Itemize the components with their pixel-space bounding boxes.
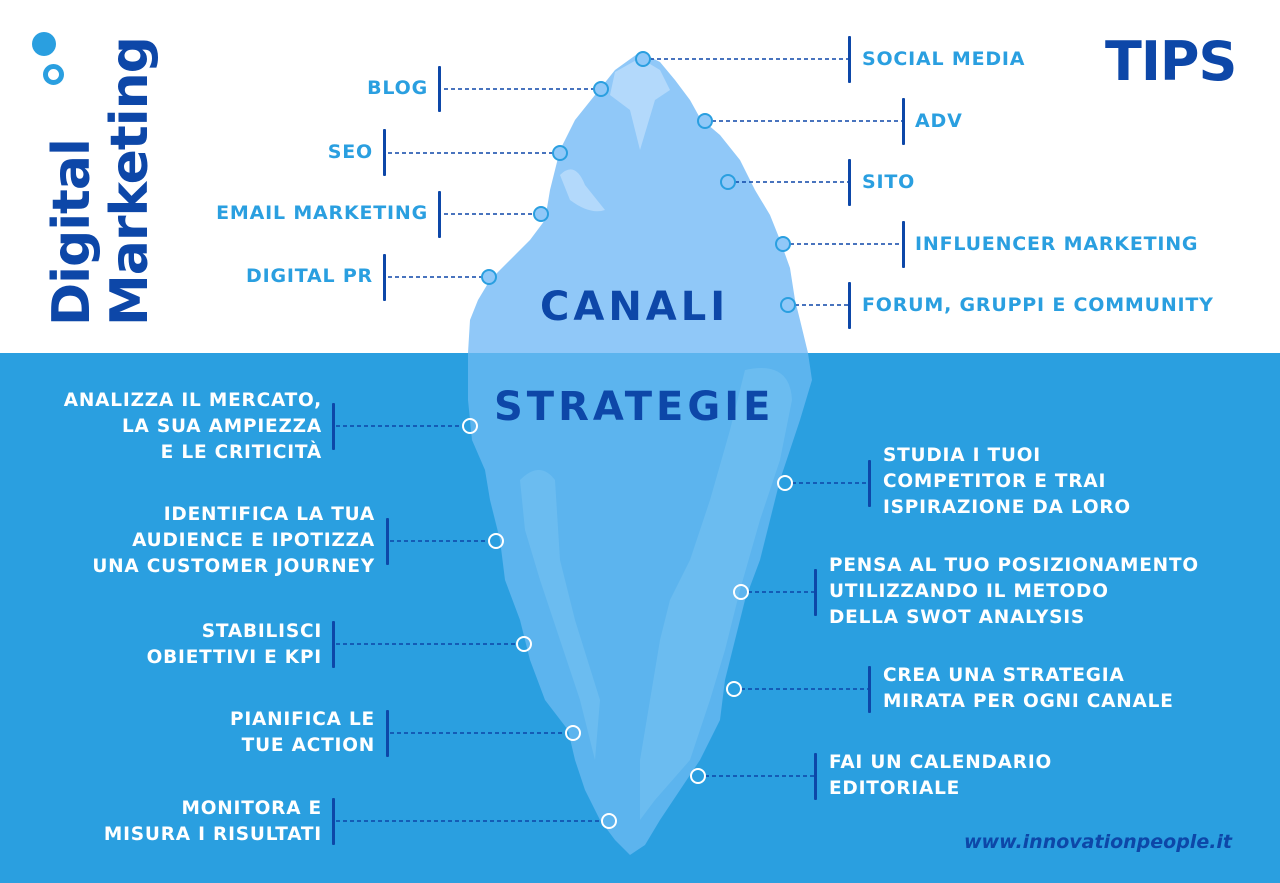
divider bbox=[868, 666, 871, 713]
divider bbox=[902, 98, 905, 145]
canale-seo: SEO bbox=[327, 141, 373, 163]
divider bbox=[868, 460, 871, 507]
section-canali: CANALI bbox=[540, 284, 730, 330]
section-strategie: STRATEGIE bbox=[494, 384, 775, 430]
canale-forum-community: FORUM, GRUPPI E COMMUNITY bbox=[862, 294, 1214, 316]
divider bbox=[848, 36, 851, 83]
decorative-ring-icon bbox=[43, 64, 64, 85]
divider bbox=[814, 569, 817, 616]
divider bbox=[332, 403, 335, 450]
canale-adv: ADV bbox=[915, 110, 963, 132]
footer-url-link[interactable]: www.innovationpeople.it bbox=[964, 831, 1233, 853]
tips-label: TIPS bbox=[1105, 30, 1237, 93]
divider bbox=[902, 221, 905, 268]
canale-social-media: SOCIAL MEDIA bbox=[862, 48, 1026, 70]
divider bbox=[383, 129, 386, 176]
divider bbox=[814, 753, 817, 800]
divider bbox=[386, 710, 389, 757]
canale-influencer-marketing: INFLUENCER MARKETING bbox=[915, 233, 1199, 255]
divider bbox=[848, 282, 851, 329]
divider bbox=[383, 254, 386, 301]
canale-blog: BLOG bbox=[367, 77, 428, 99]
canale-sito: SITO bbox=[862, 171, 916, 193]
divider bbox=[438, 66, 441, 112]
decorative-dot-icon bbox=[32, 32, 56, 56]
divider bbox=[438, 191, 441, 238]
canale-email-marketing: EMAIL MARKETING bbox=[216, 202, 428, 224]
canale-digital-pr: DIGITAL PR bbox=[246, 265, 373, 287]
divider bbox=[332, 798, 335, 845]
divider bbox=[332, 621, 335, 668]
divider bbox=[848, 159, 851, 206]
divider bbox=[386, 518, 389, 565]
